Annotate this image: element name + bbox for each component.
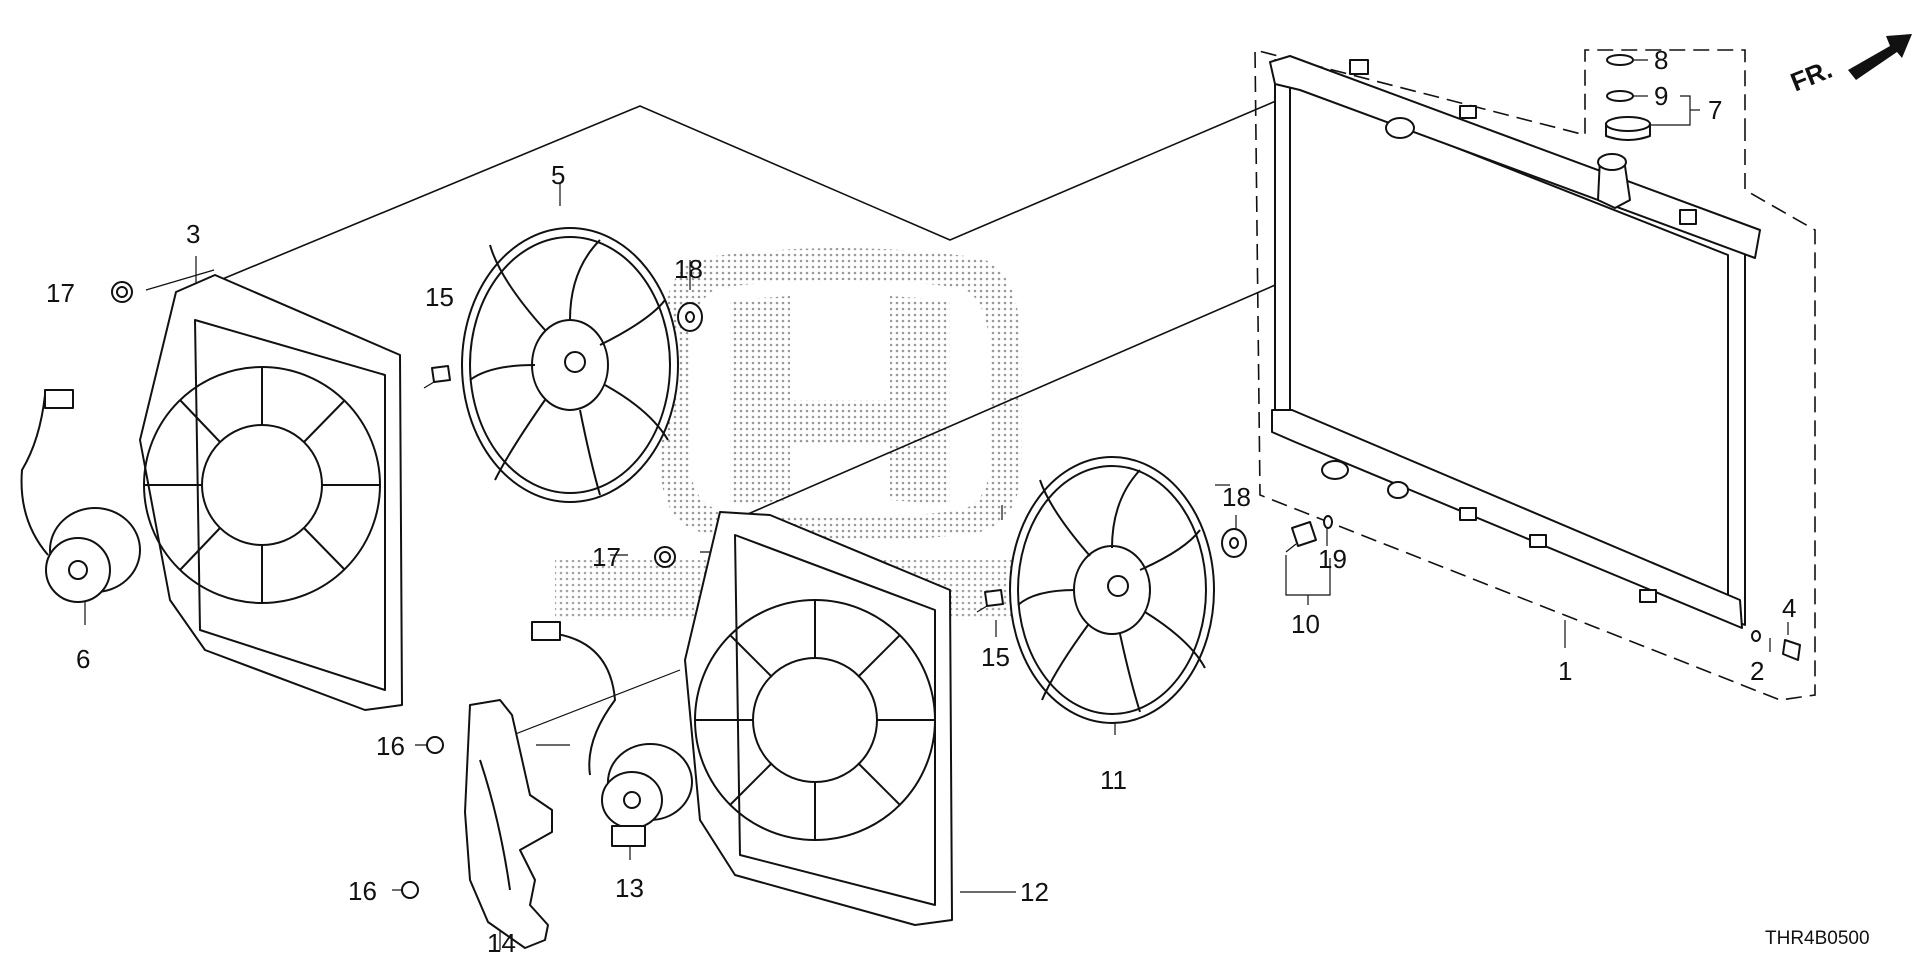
callout-18-right: 18 xyxy=(1222,482,1251,512)
callout-7: 7 xyxy=(1708,95,1722,125)
radiator-assembly-boundary xyxy=(1254,48,1816,701)
callout-15-left: 15 xyxy=(425,282,454,312)
callout-15-right: 15 xyxy=(981,642,1010,672)
callout-6: 6 xyxy=(76,644,90,674)
radiator xyxy=(1269,55,1761,629)
bolt-17-left xyxy=(111,281,133,303)
callout-19: 19 xyxy=(1318,544,1347,574)
left-fan-shroud xyxy=(139,274,403,711)
callout-11: 11 xyxy=(1100,765,1127,795)
washer-18-right xyxy=(1221,528,1247,558)
front-direction-arrow xyxy=(1848,34,1912,80)
callout-3: 3 xyxy=(186,219,200,249)
cap-seal-lower xyxy=(1606,90,1634,102)
direction-label: FR. xyxy=(1786,54,1836,98)
callout-2: 2 xyxy=(1750,656,1764,686)
drain-o-ring xyxy=(1323,515,1333,529)
callout-labels: 1 2 3 4 5 6 7 8 9 10 11 12 13 14 15 15 1… xyxy=(46,45,1796,958)
radiator-cap xyxy=(1605,116,1651,141)
left-fan-blade xyxy=(461,227,679,503)
callout-16-upper: 16 xyxy=(376,731,405,761)
callout-4: 4 xyxy=(1782,593,1796,623)
callout-16-lower: 16 xyxy=(348,876,377,906)
brand-watermark-logo xyxy=(555,248,1135,620)
callout-10: 10 xyxy=(1291,609,1320,639)
callout-17-left: 17 xyxy=(46,278,75,308)
callout-14: 14 xyxy=(487,928,516,958)
diagram-code: THR4B0500 xyxy=(1765,928,1870,949)
callout-9: 9 xyxy=(1654,81,1668,111)
bolt-17-right xyxy=(654,546,676,568)
bolt-4 xyxy=(1782,639,1801,661)
drain-plug xyxy=(1285,521,1317,553)
callout-5: 5 xyxy=(551,160,565,190)
wiring-cover xyxy=(464,699,553,949)
callout-13: 13 xyxy=(615,873,644,903)
right-fan-motor xyxy=(531,621,693,847)
right-fan-blade xyxy=(1009,456,1215,724)
bolt-15-left xyxy=(423,365,451,389)
bolt-16-upper xyxy=(426,736,444,754)
callout-8: 8 xyxy=(1654,45,1668,75)
cap-seal-upper xyxy=(1606,54,1634,66)
callout-18-left: 18 xyxy=(674,254,703,284)
bolt-16-lower xyxy=(401,881,419,899)
bolt-15-right xyxy=(976,589,1004,613)
callout-1: 1 xyxy=(1558,656,1572,686)
washer-18-left xyxy=(677,302,703,332)
callout-12: 12 xyxy=(1020,877,1049,907)
left-fan-motor xyxy=(20,389,141,603)
right-fan-shroud xyxy=(684,511,953,926)
washer-2 xyxy=(1751,630,1761,642)
callout-17-right: 17 xyxy=(592,542,621,572)
